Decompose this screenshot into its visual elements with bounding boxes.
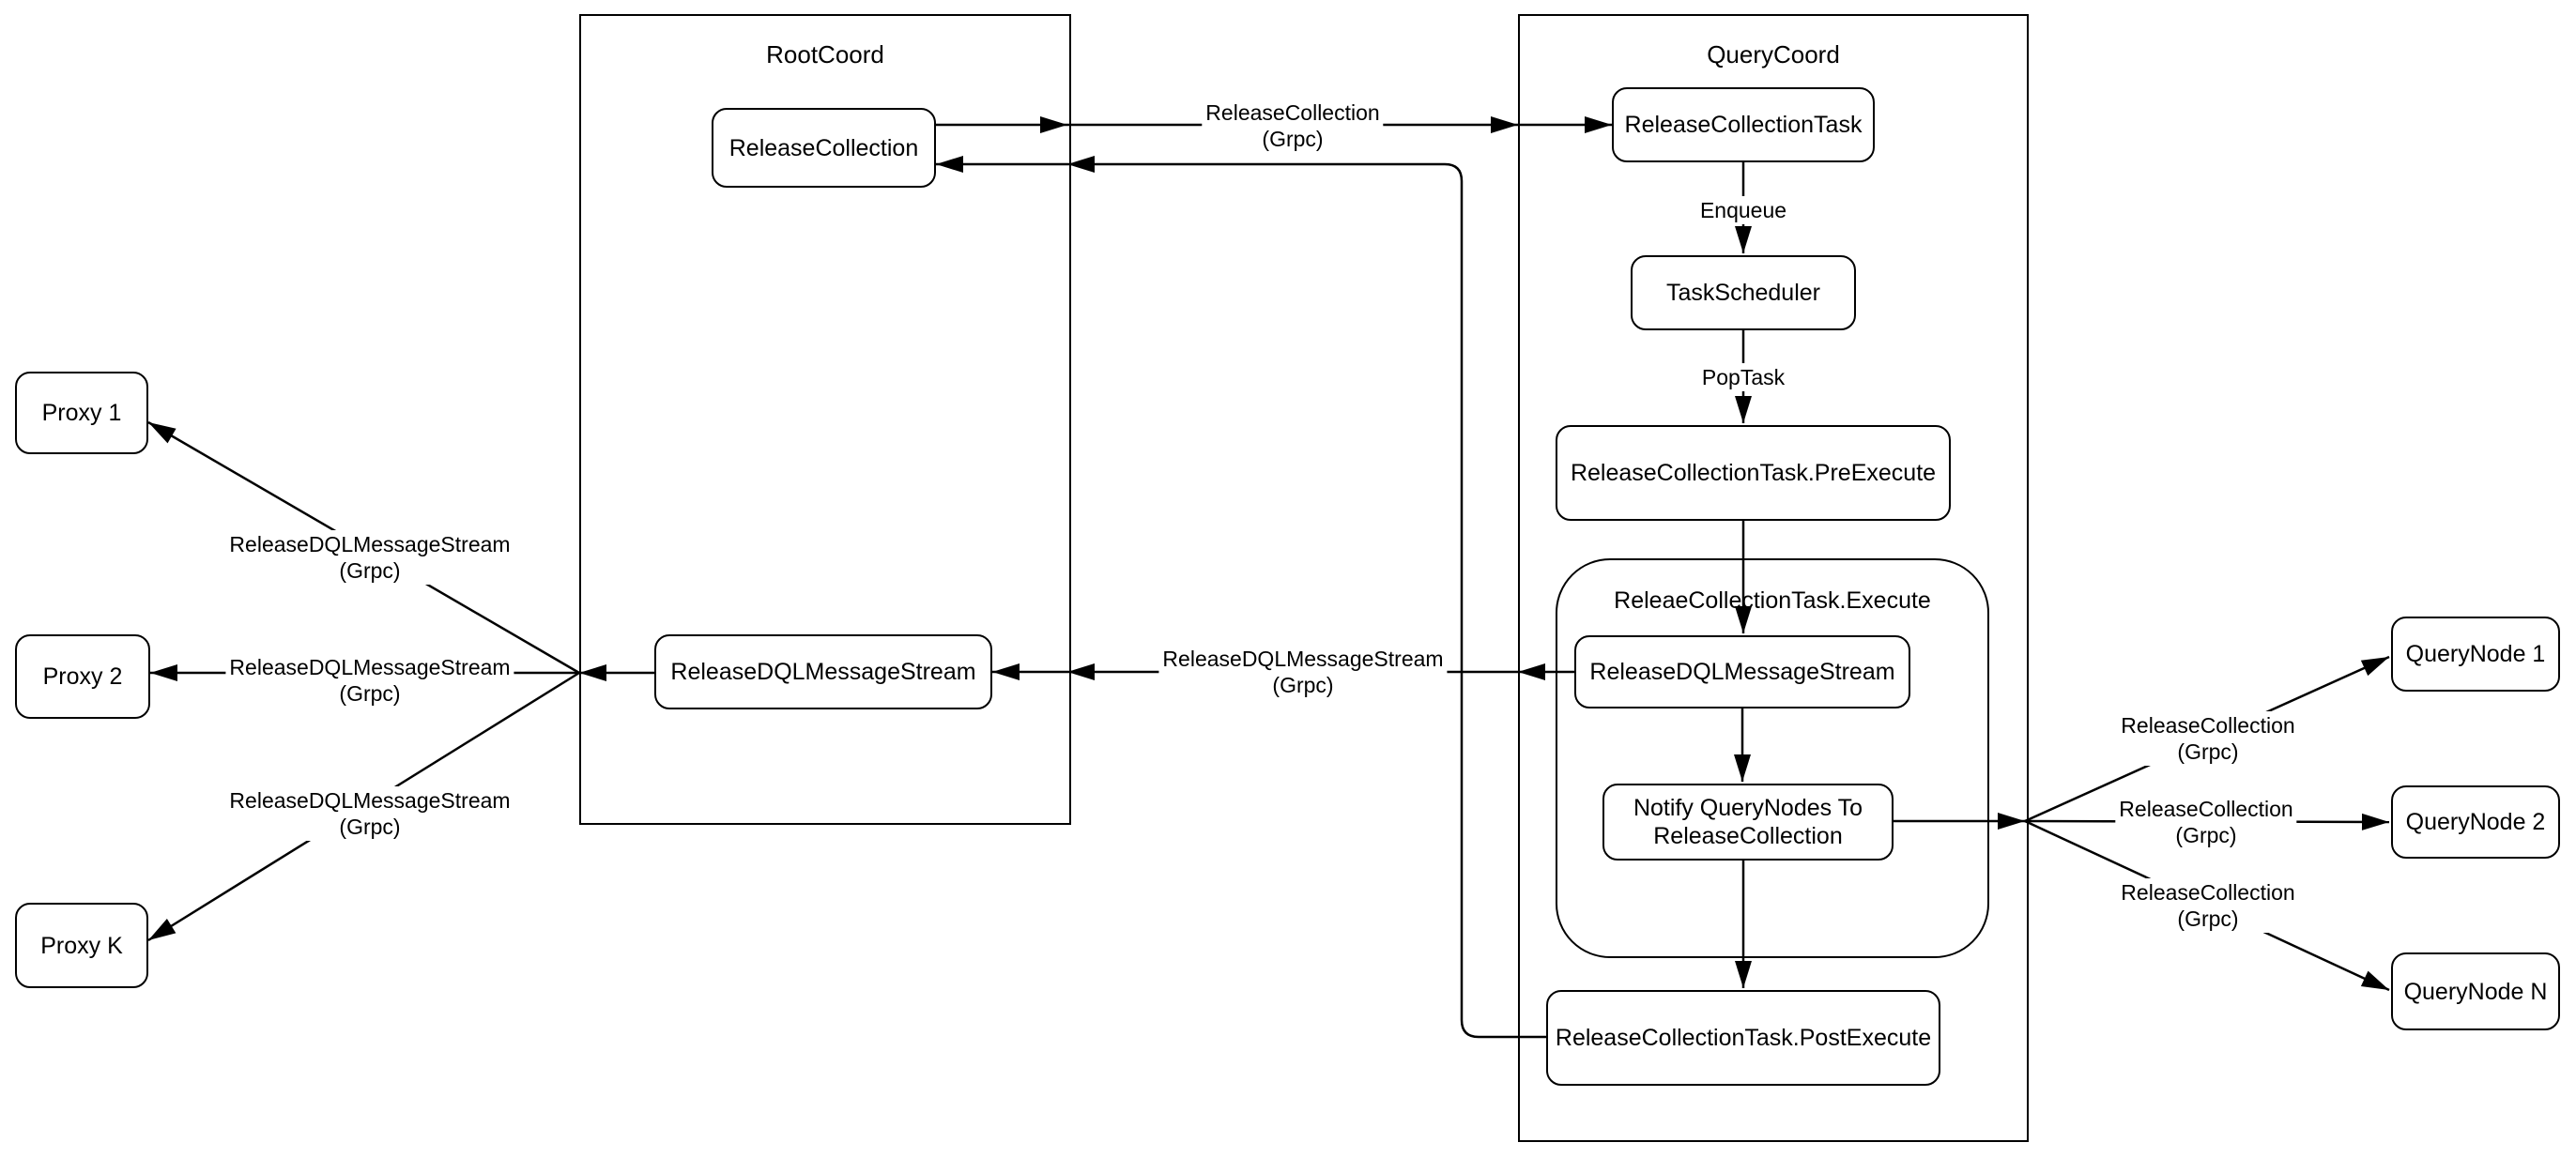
node-notify-querynodes: Notify QueryNodes To ReleaseCollection xyxy=(1602,784,1894,861)
container-rootcoord: RootCoord xyxy=(579,14,1071,825)
label-dql-proxy2: ReleaseDQLMessageStream (Grpc) xyxy=(225,653,514,708)
label-poptask: PopTask xyxy=(1697,363,1789,391)
group-execute: ReleaeCollectionTask.Execute xyxy=(1556,558,1989,958)
node-dql-rootcoord: ReleaseDQLMessageStream xyxy=(654,634,992,709)
node-proxy-1: Proxy 1 xyxy=(15,372,148,454)
node-proxy-2: Proxy 2 xyxy=(15,634,150,719)
node-dql-querycoord: ReleaseDQLMessageStream xyxy=(1574,635,1910,708)
label-enqueue: Enqueue xyxy=(1695,196,1791,224)
node-proxy-k: Proxy K xyxy=(15,903,148,988)
execute-group-title: ReleaeCollectionTask.Execute xyxy=(1614,587,1931,614)
node-querynode-n: QueryNode N xyxy=(2391,952,2560,1030)
node-querynode-1: QueryNode 1 xyxy=(2391,617,2560,692)
node-querynode-2: QueryNode 2 xyxy=(2391,785,2560,859)
label-dql-proxy1: ReleaseDQLMessageStream (Grpc) xyxy=(225,530,514,585)
label-dql-proxyk: ReleaseDQLMessageStream (Grpc) xyxy=(225,786,514,841)
node-task-scheduler: TaskScheduler xyxy=(1631,255,1856,330)
node-post-execute: ReleaseCollectionTask.PostExecute xyxy=(1546,990,1940,1086)
label-rc-querynode1: ReleaseCollection (Grpc) xyxy=(2117,711,2299,766)
container-querycoord: QueryCoord xyxy=(1518,14,2029,1142)
node-release-collection-task: ReleaseCollectionTask xyxy=(1612,87,1875,162)
label-releasecollection-grpc: ReleaseCollection (Grpc) xyxy=(1202,99,1384,153)
edge-postexecute-return xyxy=(936,156,1546,1039)
label-rc-querynoden: ReleaseCollection (Grpc) xyxy=(2117,878,2299,933)
rootcoord-title: RootCoord xyxy=(766,40,884,69)
label-rc-querynode2: ReleaseCollection (Grpc) xyxy=(2115,795,2297,849)
querycoord-title: QueryCoord xyxy=(1707,40,1840,69)
node-release-collection: ReleaseCollection xyxy=(712,108,936,188)
node-pre-execute: ReleaseCollectionTask.PreExecute xyxy=(1556,425,1951,521)
label-dql-mid: ReleaseDQLMessageStream (Grpc) xyxy=(1158,645,1448,699)
